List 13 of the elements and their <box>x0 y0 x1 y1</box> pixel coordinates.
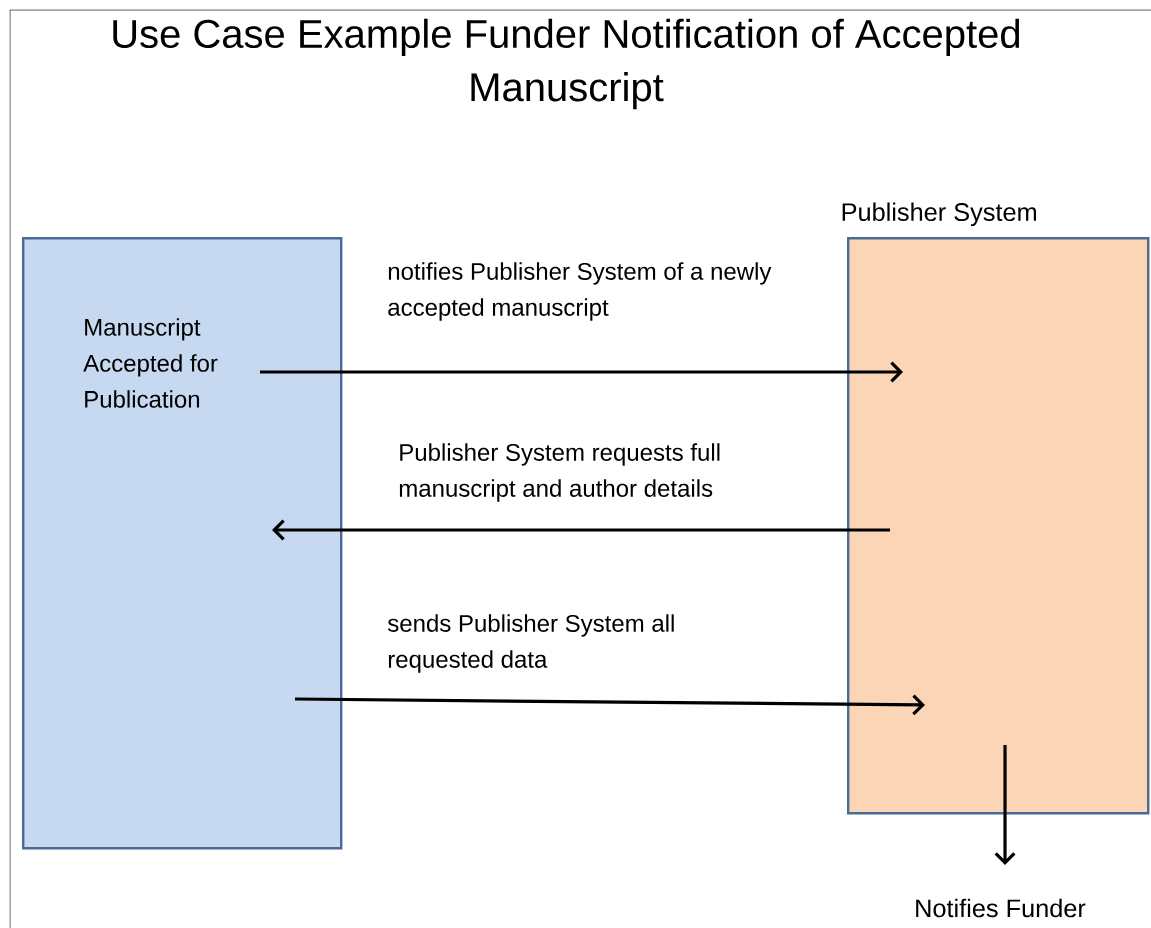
edge-label: sends Publisher System all requested data <box>387 614 674 673</box>
arrow <box>272 519 890 541</box>
title: Use Case Example Funder Notification of Accepted Manuscript <box>113 18 1020 110</box>
arrow <box>994 745 1016 865</box>
process-box <box>22 237 343 850</box>
process-box <box>842 202 1150 815</box>
edge-label: notifies Publisher System of a newly accepted manuscript <box>388 262 772 321</box>
edge-label: Publisher System requests full manuscript and author details <box>399 443 720 502</box>
arrow <box>260 361 903 383</box>
arrow <box>295 694 925 716</box>
box-heading: Publisher System <box>842 202 1036 227</box>
node-text: Notifies Funder <box>916 898 1086 918</box>
box-text: Manuscript Accepted for Publication <box>83 318 218 408</box>
